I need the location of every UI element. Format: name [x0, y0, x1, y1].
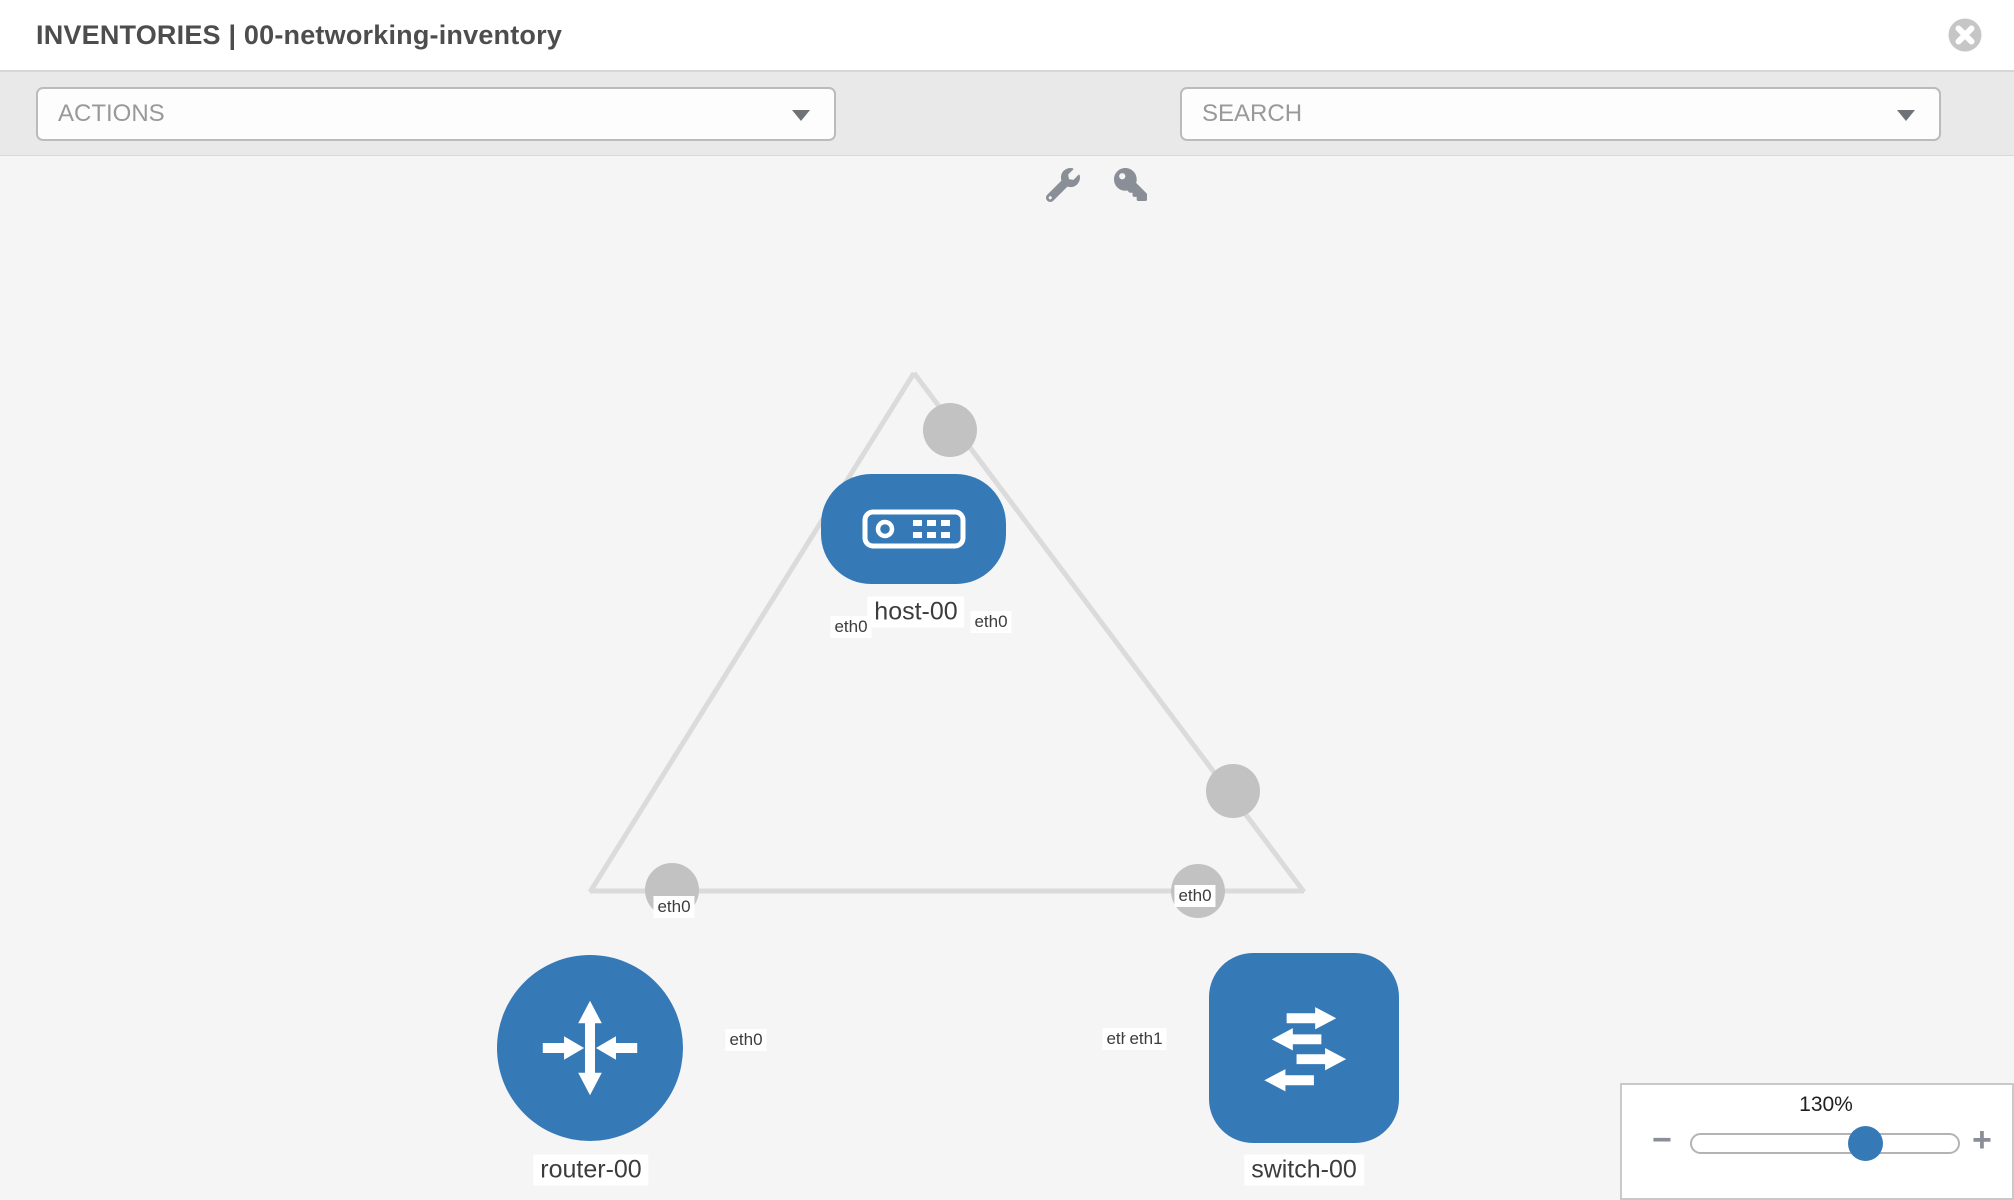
switch-arrows-icon [1264, 1007, 1347, 1092]
close-icon[interactable] [1946, 16, 1984, 54]
page-title: INVENTORIES | 00-networking-inventory [36, 20, 563, 50]
connector-switch-top [1206, 764, 1260, 818]
iface-label-router-to-host: eth0 [653, 896, 695, 918]
search-dropdown-label: SEARCH [1202, 100, 1303, 127]
wrench-icon[interactable] [1045, 168, 1082, 204]
zoom-level-value: 130% [1799, 1093, 1853, 1116]
key-icon[interactable] [1114, 168, 1150, 204]
link-host-router [587, 371, 917, 894]
actions-dropdown[interactable]: ACTIONS [36, 87, 836, 141]
router-arrows-icon [542, 1000, 638, 1096]
node-label-host-00: host-00 [867, 596, 965, 628]
chevron-down-icon [1897, 110, 1915, 121]
iface-label-switch-eth1: eth1 [1125, 1028, 1167, 1050]
iface-label-host-to-switch: eth0 [970, 611, 1012, 633]
iface-label-switch-to-host: eth0 [1174, 885, 1216, 907]
connector-host-bottom [923, 403, 977, 457]
node-switch-00[interactable] [1209, 953, 1399, 1143]
node-router-00[interactable] [497, 955, 683, 1141]
zoom-slider-knob[interactable] [1848, 1126, 1883, 1161]
zoom-out-button[interactable]: − [1652, 1121, 1672, 1159]
chevron-down-icon [792, 110, 810, 121]
topology-links-layer [587, 371, 1306, 918]
node-label-switch-00: switch-00 [1244, 1154, 1364, 1186]
iface-label-router-to-switch: eth0 [725, 1029, 767, 1051]
actions-dropdown-label: ACTIONS [58, 100, 165, 127]
node-host-00[interactable] [821, 474, 1006, 584]
node-label-router-00: router-00 [533, 1154, 649, 1186]
zoom-in-button[interactable]: + [1972, 1121, 1992, 1159]
zoom-slider-track[interactable] [1690, 1133, 1960, 1154]
server-icon [862, 509, 965, 549]
search-dropdown[interactable]: SEARCH [1180, 87, 1941, 141]
zoom-control-panel: 130% − + [1620, 1083, 2014, 1200]
header-bar: INVENTORIES | 00-networking-inventory [0, 0, 2014, 72]
topology-canvas[interactable]: host-00 router-00 switch-00 eth0 eth0 et… [0, 156, 2014, 1200]
iface-label-host-to-router: eth0 [830, 616, 872, 638]
toolbar: ACTIONS SEARCH [0, 72, 2014, 203]
